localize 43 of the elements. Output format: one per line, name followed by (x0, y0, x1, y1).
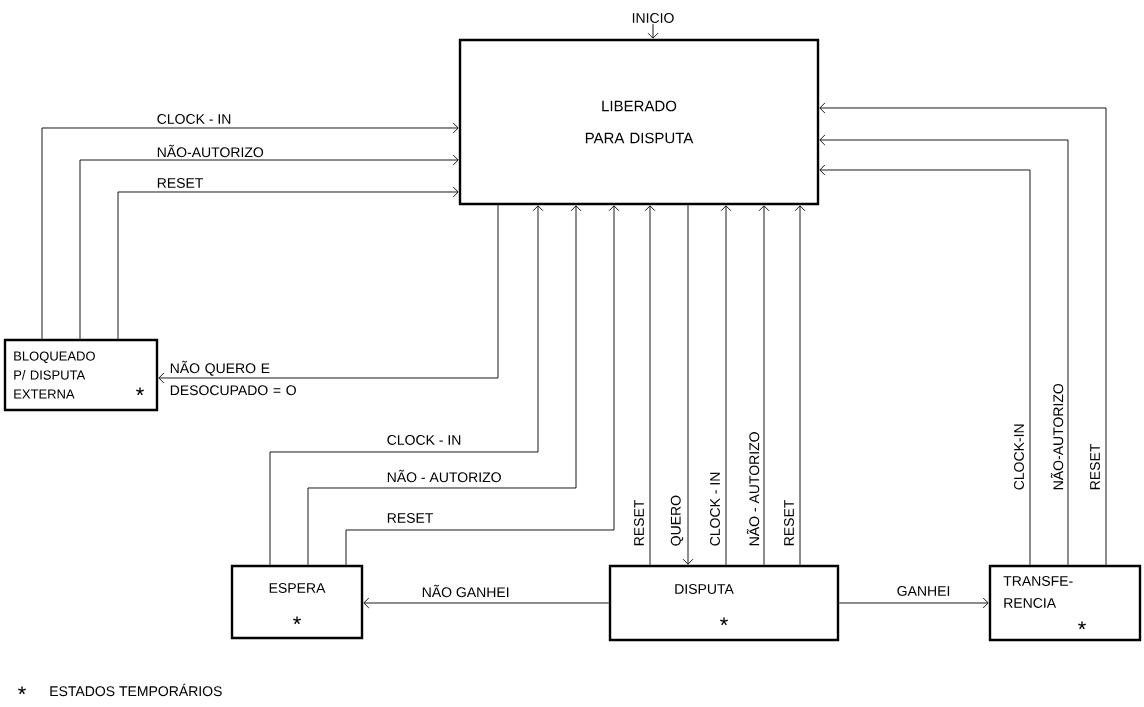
arrow (307, 205, 582, 566)
arrow (79, 154, 459, 340)
arrow (838, 597, 989, 609)
arrow (345, 205, 620, 566)
arrow (819, 164, 1031, 566)
state-box: DISPUTA * (608, 564, 840, 642)
edge-label: CLOCK-IN (1012, 421, 1026, 492)
arrow (758, 205, 770, 566)
edge-label: CLOCK - IN (385, 433, 463, 447)
edge-label: RESET (1088, 442, 1102, 492)
state-box: LIBERADO PARA DISPUTA (458, 38, 820, 206)
arrow (794, 205, 806, 566)
arrow (720, 205, 732, 566)
arrow (819, 102, 1107, 566)
arrow (269, 205, 544, 566)
edge-label: QUERO (669, 493, 685, 548)
start-label: INICIO (632, 13, 674, 23)
edge-label: GANHEI (895, 584, 952, 598)
edge-label: RESET (782, 498, 796, 548)
arrow (117, 186, 459, 340)
edge-label: CLOCK - IN (708, 470, 722, 548)
edge-label: NÃO QUERO E DESOCUPADO = O (170, 360, 296, 396)
edge-label: NÃO - AUTORIZO (745, 429, 761, 548)
arrow (682, 204, 694, 565)
edge-label: NÃO - AUTORIZO (385, 468, 504, 484)
state-box: TRANSFE- RENCIA * (988, 564, 1142, 642)
edge-label: NÃO-AUTORIZO (155, 143, 266, 159)
state-box: ESPERA * (230, 564, 364, 640)
edge-label: NÃO-AUTORIZO (1049, 381, 1065, 492)
state-box: BLOQUEADO P/ DISPUTA EXTERNA * (3, 338, 159, 412)
arrow (819, 134, 1069, 566)
arrow (647, 23, 659, 39)
edge-label: RESET (155, 176, 205, 190)
edge-label: NÃO GANHEI (420, 583, 512, 599)
arrow (363, 597, 610, 609)
arrow (41, 122, 459, 340)
legend-symbol: * (18, 686, 26, 695)
edge-label: RESET (385, 511, 435, 525)
edge-label: CLOCK - IN (155, 112, 233, 126)
legend-text: ESTADOS TEMPORÁRIOS (50, 683, 222, 697)
edge-label: RESET (632, 498, 646, 548)
arrow (644, 205, 656, 566)
arrow (158, 204, 499, 384)
